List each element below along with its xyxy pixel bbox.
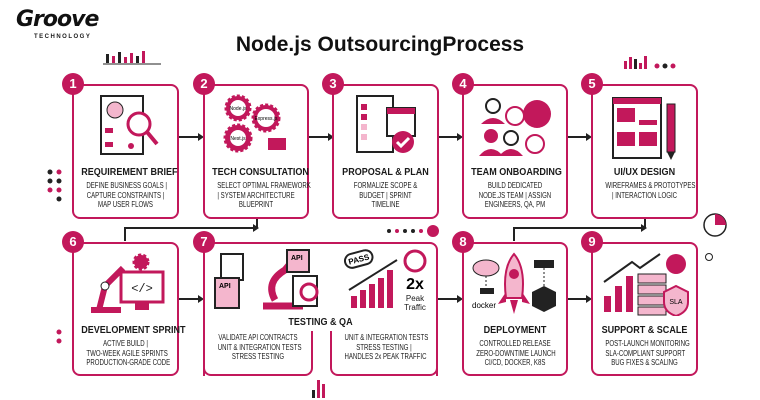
peak-label: Peak Traffic	[404, 294, 426, 312]
step-badge: 1	[62, 73, 84, 95]
step-description: WIREFRAMES & PROTOTYPES | INTERACTION LO…	[605, 181, 696, 200]
gear-label: Nest.js	[230, 136, 246, 142]
sla-label: SLA	[669, 299, 683, 306]
step-description: CONTROLLED RELEASE ZERO-DOWNTIME LAUNCH …	[476, 339, 556, 367]
flow-arrow	[438, 133, 463, 141]
robot-arm-monitor-icon: </>	[90, 253, 164, 313]
step-title: UI/UX DESIGN	[613, 166, 676, 178]
step-title: SUPPORT & SCALE	[601, 324, 688, 336]
step-card-9: SLA SUPPORT & SCALE POST-LAUNCH MONITORI…	[591, 242, 698, 376]
step-description: POST-LAUNCH MONITORING SLA-COMPLIANT SUP…	[605, 339, 690, 367]
step-description: SELECT OPTIMAL FRAMEWORK | SYSTEM ARCHIT…	[217, 181, 311, 209]
step-badge: 5	[581, 73, 603, 95]
pie-deco-icon	[703, 213, 727, 237]
card-gap	[313, 331, 330, 378]
step-description: VALIDATE API CONTRACTS UNIT & INTEGRATIO…	[217, 333, 302, 361]
svg-text:</>: </>	[131, 282, 153, 296]
step-card-7-right: UNIT & INTEGRATION TESTS STRESS TESTING …	[330, 331, 438, 376]
step-card-6: </> DEVELOPMENT SPRINT ACTIVE BUILD | TW…	[72, 242, 186, 376]
step-card-7-left: VALIDATE API CONTRACTS UNIT & INTEGRATIO…	[203, 331, 313, 376]
step-card-4: TEAM ONBOARDING BUILD DEDICATED NODE.JS …	[462, 84, 568, 219]
step-badge: 6	[62, 231, 84, 253]
peak-value: 2x	[406, 276, 424, 293]
step-card-1: REQUIREMENT BRIEF DEFINE BUSINESS GOALS …	[72, 84, 179, 219]
flow-arrow	[567, 295, 592, 303]
api-label: API	[291, 255, 303, 262]
step-card-5: UI/UX DESIGN WIREFRAMES & PROTOTYPES | I…	[591, 84, 698, 219]
step-badge: 4	[452, 73, 474, 95]
team-globe-clock-icon	[479, 98, 551, 156]
flow-arrow	[178, 133, 204, 141]
step-title: TESTING & QA	[288, 316, 353, 328]
flow-connector	[644, 218, 646, 228]
document-flowchart-magnifier-icon	[99, 95, 159, 155]
dots-row-deco-icon	[387, 225, 439, 237]
step-title: DEVELOPMENT SPRINT	[81, 324, 186, 336]
circle-deco-icon	[705, 253, 713, 261]
step-title: REQUIREMENT BRIEF	[81, 166, 178, 178]
flow-arrow	[178, 295, 204, 303]
step-title: TEAM ONBOARDING	[471, 166, 562, 178]
step-badge: 9	[581, 231, 603, 253]
step-description: UNIT & INTEGRATION TESTS STRESS TESTING …	[344, 333, 429, 361]
wireframe-pencil-icon	[611, 97, 675, 160]
server-chart-sla-icon: SLA	[602, 253, 689, 316]
step-title: DEPLOYMENT	[483, 324, 547, 336]
step-title: TECH CONSULTATION	[212, 166, 309, 178]
flow-connector	[514, 224, 647, 232]
step-description: BUILD DEDICATED NODE.JS TEAM | ASSIGN EN…	[478, 181, 552, 209]
step-badge: 7	[193, 231, 215, 253]
logo-sub: TECHNOLOGY	[34, 34, 92, 40]
flow-connector	[125, 224, 259, 232]
flow-arrow-down	[513, 227, 515, 241]
docker-label: docker	[472, 301, 496, 310]
bar-deco-icon	[312, 380, 325, 398]
step-description: DEFINE BUSINESS GOALS | CAPTURE CONSTRAI…	[86, 181, 168, 209]
flow-connector	[256, 218, 258, 228]
dots-deco-icon	[56, 329, 62, 344]
dots-deco-icon	[47, 169, 62, 202]
step-description: FORMALIZE SCOPE & BUDGET | SPRINT TIMELI…	[353, 181, 418, 209]
flow-arrow	[567, 133, 592, 141]
step-description: ACTIVE BUILD | TWO-WEEK AGILE SPRINTS PR…	[86, 339, 171, 367]
logo-name: Groove	[16, 7, 99, 32]
gear-label: Express.js	[254, 116, 278, 122]
bar-deco-icon	[103, 51, 161, 65]
checklist-calendar-icon	[355, 95, 416, 153]
api-label: API	[219, 283, 231, 290]
step-badge: 8	[452, 231, 474, 253]
gear-label: Node.js	[230, 106, 247, 112]
flow-arrow	[437, 295, 463, 303]
flow-arrow-down	[124, 227, 126, 241]
rocket-docker-icon: docker	[472, 252, 556, 314]
step-badge: 3	[322, 73, 344, 95]
page-title: Node.js OutsourcingProcess	[235, 33, 525, 56]
logo: Groove TECHNOLOGY	[16, 7, 99, 41]
step-title: PROPOSAL & PLAN	[342, 166, 429, 178]
step-card-8: docker DEPLOYMENT CONTROLLED RELEASE ZER…	[462, 242, 568, 376]
bar-dots-deco-icon	[624, 56, 676, 69]
step-card-3: PROPOSAL & PLAN FORMALIZE SCOPE & BUDGET…	[332, 84, 439, 219]
step-badge: 2	[193, 73, 215, 95]
flow-arrow	[308, 133, 334, 141]
